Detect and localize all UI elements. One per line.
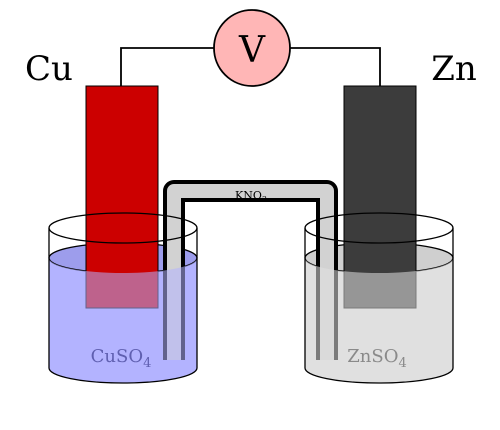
- copper-sulfate-label: CuSO4: [91, 346, 152, 371]
- left-liquid-overlay: [49, 258, 197, 383]
- voltmeter-body: [213, 9, 291, 87]
- left-beaker-wall: [48, 228, 198, 384]
- copper-electrode-label: Cu: [25, 49, 73, 89]
- zinc-sulfate-label: ZnSO4: [347, 346, 406, 371]
- salt-bridge-label: KNO3: [235, 189, 267, 204]
- voltmeter: V: [213, 9, 291, 87]
- circuit-wire: [120, 47, 381, 86]
- zinc-electrode-label: Zn: [431, 49, 477, 89]
- zinc-electrode: [343, 85, 417, 309]
- right-beaker-wall: [304, 228, 454, 384]
- copper-electrode: [85, 85, 159, 309]
- voltmeter-label: V: [238, 30, 266, 71]
- right-liquid-overlay: [305, 258, 453, 383]
